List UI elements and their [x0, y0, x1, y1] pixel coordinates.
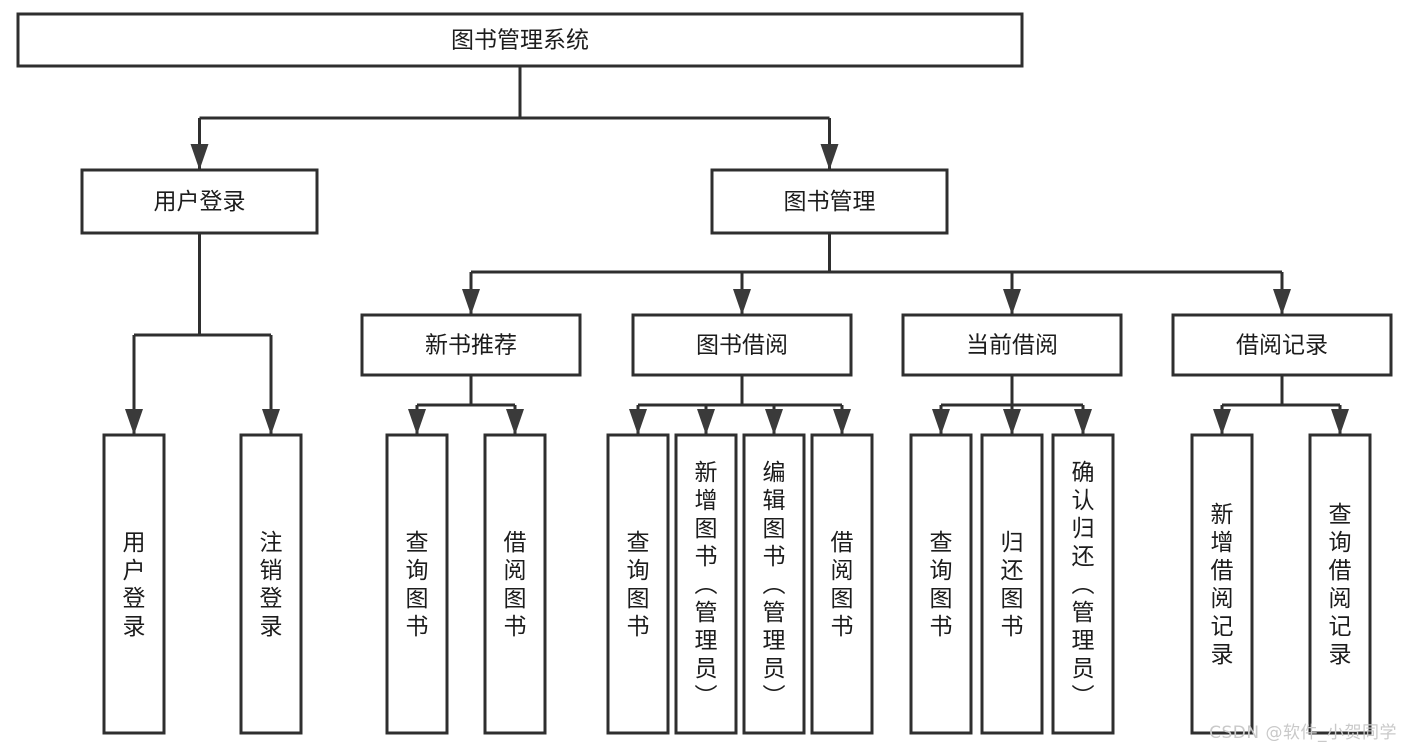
node-label: 查询图书 — [627, 530, 650, 640]
node-newbook[interactable]: 新书推荐 — [360, 313, 582, 377]
arrow-head-icon — [1003, 409, 1021, 435]
node-label: 确认归还︵管理员︶ — [1072, 460, 1095, 710]
arrow-head-icon — [125, 409, 143, 435]
arrow-head-icon — [629, 409, 647, 435]
arrow-head-icon — [932, 409, 950, 435]
node-label: 用户登录 — [123, 530, 146, 640]
node-label: 借阅图书 — [831, 530, 854, 640]
node-box — [360, 313, 582, 377]
node-box — [606, 433, 670, 735]
arrow-head-icon — [733, 289, 751, 315]
node-box — [483, 433, 547, 735]
node-label: 新增图书︵管理员︶ — [695, 460, 718, 710]
node-label: 图书管理系统 — [451, 28, 589, 54]
node-leaf3[interactable]: 查询图书 — [385, 433, 449, 735]
node-label: 图书管理 — [784, 189, 876, 215]
arrow-head-icon — [1273, 289, 1291, 315]
node-box — [631, 313, 853, 377]
node-box — [239, 433, 303, 735]
arrow-head-icon — [408, 409, 426, 435]
node-box — [1051, 433, 1115, 735]
arrow-head-icon — [1213, 409, 1231, 435]
node-box — [810, 433, 874, 735]
arrow-head-icon — [1331, 409, 1349, 435]
node-leaf6[interactable]: 新增图书︵管理员︶ — [674, 433, 738, 735]
node-leaf12[interactable]: 新增借阅记录 — [1190, 433, 1254, 735]
node-box — [16, 12, 1024, 68]
arrow-head-icon — [697, 409, 715, 435]
arrow-head-icon — [190, 144, 209, 170]
node-leaf10[interactable]: 归还图书 — [980, 433, 1044, 735]
node-box — [901, 313, 1123, 377]
edges-layer — [125, 66, 1349, 435]
node-leaf11[interactable]: 确认归还︵管理员︶ — [1051, 433, 1115, 735]
arrow-head-icon — [765, 409, 783, 435]
node-login[interactable]: 用户登录 — [80, 168, 319, 235]
node-box — [742, 433, 806, 735]
node-leaf13[interactable]: 查询借阅记录 — [1308, 433, 1372, 735]
node-root[interactable]: 图书管理系统 — [16, 12, 1024, 68]
arrow-head-icon — [1074, 409, 1092, 435]
node-label: 查询图书 — [406, 530, 429, 640]
node-box — [102, 433, 166, 735]
arrow-head-icon — [262, 409, 280, 435]
arrow-head-icon — [1003, 289, 1021, 315]
node-box — [385, 433, 449, 735]
node-leaf7[interactable]: 编辑图书︵管理员︶ — [742, 433, 806, 735]
node-records[interactable]: 借阅记录 — [1171, 313, 1393, 377]
node-borrow[interactable]: 图书借阅 — [631, 313, 853, 377]
node-leaf9[interactable]: 查询图书 — [909, 433, 973, 735]
node-label: 新增借阅记录 — [1211, 502, 1234, 668]
arrow-head-icon — [462, 289, 480, 315]
node-label: 借阅图书 — [504, 530, 527, 640]
node-label: 图书借阅 — [696, 333, 788, 359]
node-label: 借阅记录 — [1236, 333, 1328, 359]
node-box — [674, 433, 738, 735]
node-label: 新书推荐 — [425, 333, 517, 359]
node-box — [909, 433, 973, 735]
node-box — [710, 168, 949, 235]
node-label: 当前借阅 — [966, 333, 1058, 359]
node-label: 用户登录 — [154, 189, 246, 215]
node-leaf1[interactable]: 用户登录 — [102, 433, 166, 735]
node-leaf4[interactable]: 借阅图书 — [483, 433, 547, 735]
arrow-head-icon — [833, 409, 851, 435]
node-box — [80, 168, 319, 235]
node-label: 查询图书 — [930, 530, 953, 640]
node-current[interactable]: 当前借阅 — [901, 313, 1123, 377]
node-leaf2[interactable]: 注销登录 — [239, 433, 303, 735]
node-leaf8[interactable]: 借阅图书 — [810, 433, 874, 735]
node-label: 注销登录 — [260, 530, 283, 640]
node-box — [980, 433, 1044, 735]
node-label: 归还图书 — [1001, 530, 1024, 640]
node-box — [1190, 433, 1254, 735]
node-label: 编辑图书︵管理员︶ — [763, 460, 786, 710]
node-box — [1171, 313, 1393, 377]
node-bookmgmt[interactable]: 图书管理 — [710, 168, 949, 235]
node-box — [1308, 433, 1372, 735]
nodes-layer: 图书管理系统用户登录图书管理新书推荐图书借阅当前借阅借阅记录用户登录注销登录查询… — [16, 12, 1393, 735]
node-label: 查询借阅记录 — [1329, 502, 1352, 668]
arrow-head-icon — [506, 409, 524, 435]
node-leaf5[interactable]: 查询图书 — [606, 433, 670, 735]
arrow-head-icon — [820, 144, 839, 170]
